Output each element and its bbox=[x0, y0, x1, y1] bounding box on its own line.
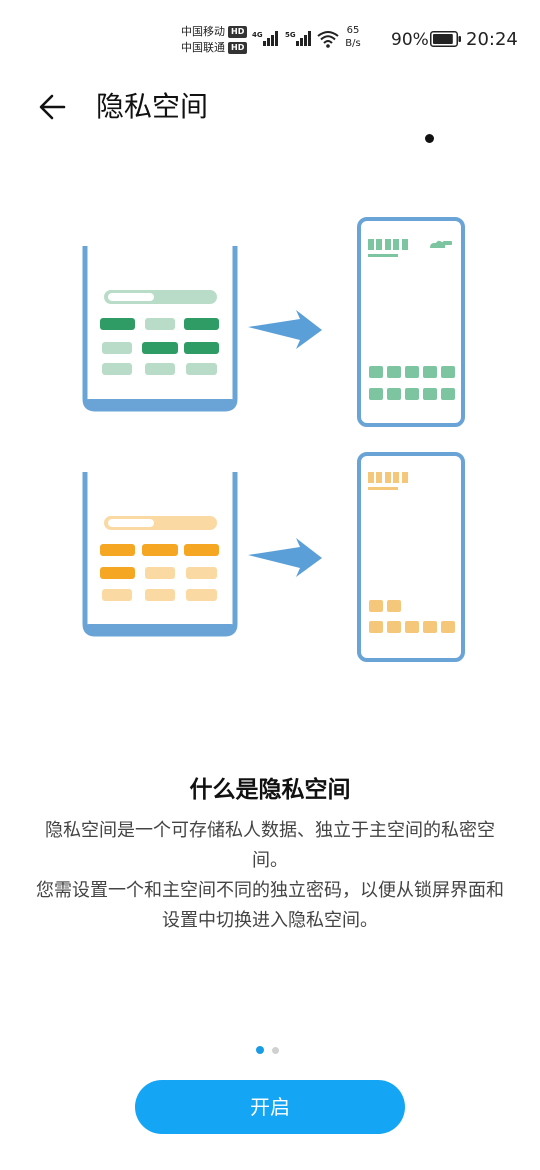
section-heading: 什么是隐私空间 bbox=[189, 777, 351, 803]
carrier-2: 中国联通 bbox=[181, 41, 225, 54]
main-space-card bbox=[82, 246, 238, 412]
page-indicator bbox=[256, 1046, 279, 1054]
network-speed: 65 B/s bbox=[340, 24, 366, 50]
carrier-1: 中国移动 bbox=[181, 25, 225, 38]
battery-fill bbox=[433, 34, 453, 44]
arrow-left-icon bbox=[39, 94, 66, 120]
page-dot bbox=[256, 1046, 264, 1054]
page-dot bbox=[272, 1046, 279, 1054]
description-line-1: 隐私空间是一个可存储私人数据、独立于主空间的私密空间。 bbox=[45, 820, 495, 871]
hd-badge: HD bbox=[228, 42, 248, 54]
speed-value: 65 bbox=[346, 25, 360, 36]
clock: 20:24 bbox=[466, 29, 518, 50]
arrow-right-icon bbox=[248, 538, 322, 577]
phone-main-screen bbox=[357, 217, 465, 427]
signal-4g-icon: 4G bbox=[252, 31, 278, 46]
private-space-card bbox=[82, 472, 238, 637]
dot-mark bbox=[425, 134, 434, 143]
description: 隐私空间是一个可存储私人数据、独立于主空间的私密空间。 您需设置一个和主空间不同… bbox=[30, 816, 510, 936]
wifi-icon bbox=[317, 31, 339, 48]
open-button[interactable]: 开启 bbox=[135, 1080, 405, 1134]
battery-icon bbox=[430, 31, 461, 47]
page-title: 隐私空间 bbox=[96, 90, 209, 123]
description-line-2: 您需设置一个和主空间不同的独立密码，以便从锁屏界面和设置中切换进入隐私空间。 bbox=[36, 880, 504, 931]
phone-private-screen bbox=[357, 452, 465, 662]
signal-5g-icon: 5G bbox=[285, 31, 311, 46]
speed-unit: B/s bbox=[345, 38, 361, 49]
battery-percent: 90% bbox=[391, 30, 429, 50]
net-type-4g: 4G bbox=[252, 31, 263, 39]
net-type-5g: 5G bbox=[285, 31, 296, 39]
hd-badge: HD bbox=[228, 26, 248, 38]
arrow-right-icon bbox=[248, 310, 322, 349]
private-space-illustration bbox=[82, 217, 465, 662]
back-button[interactable] bbox=[34, 86, 76, 128]
